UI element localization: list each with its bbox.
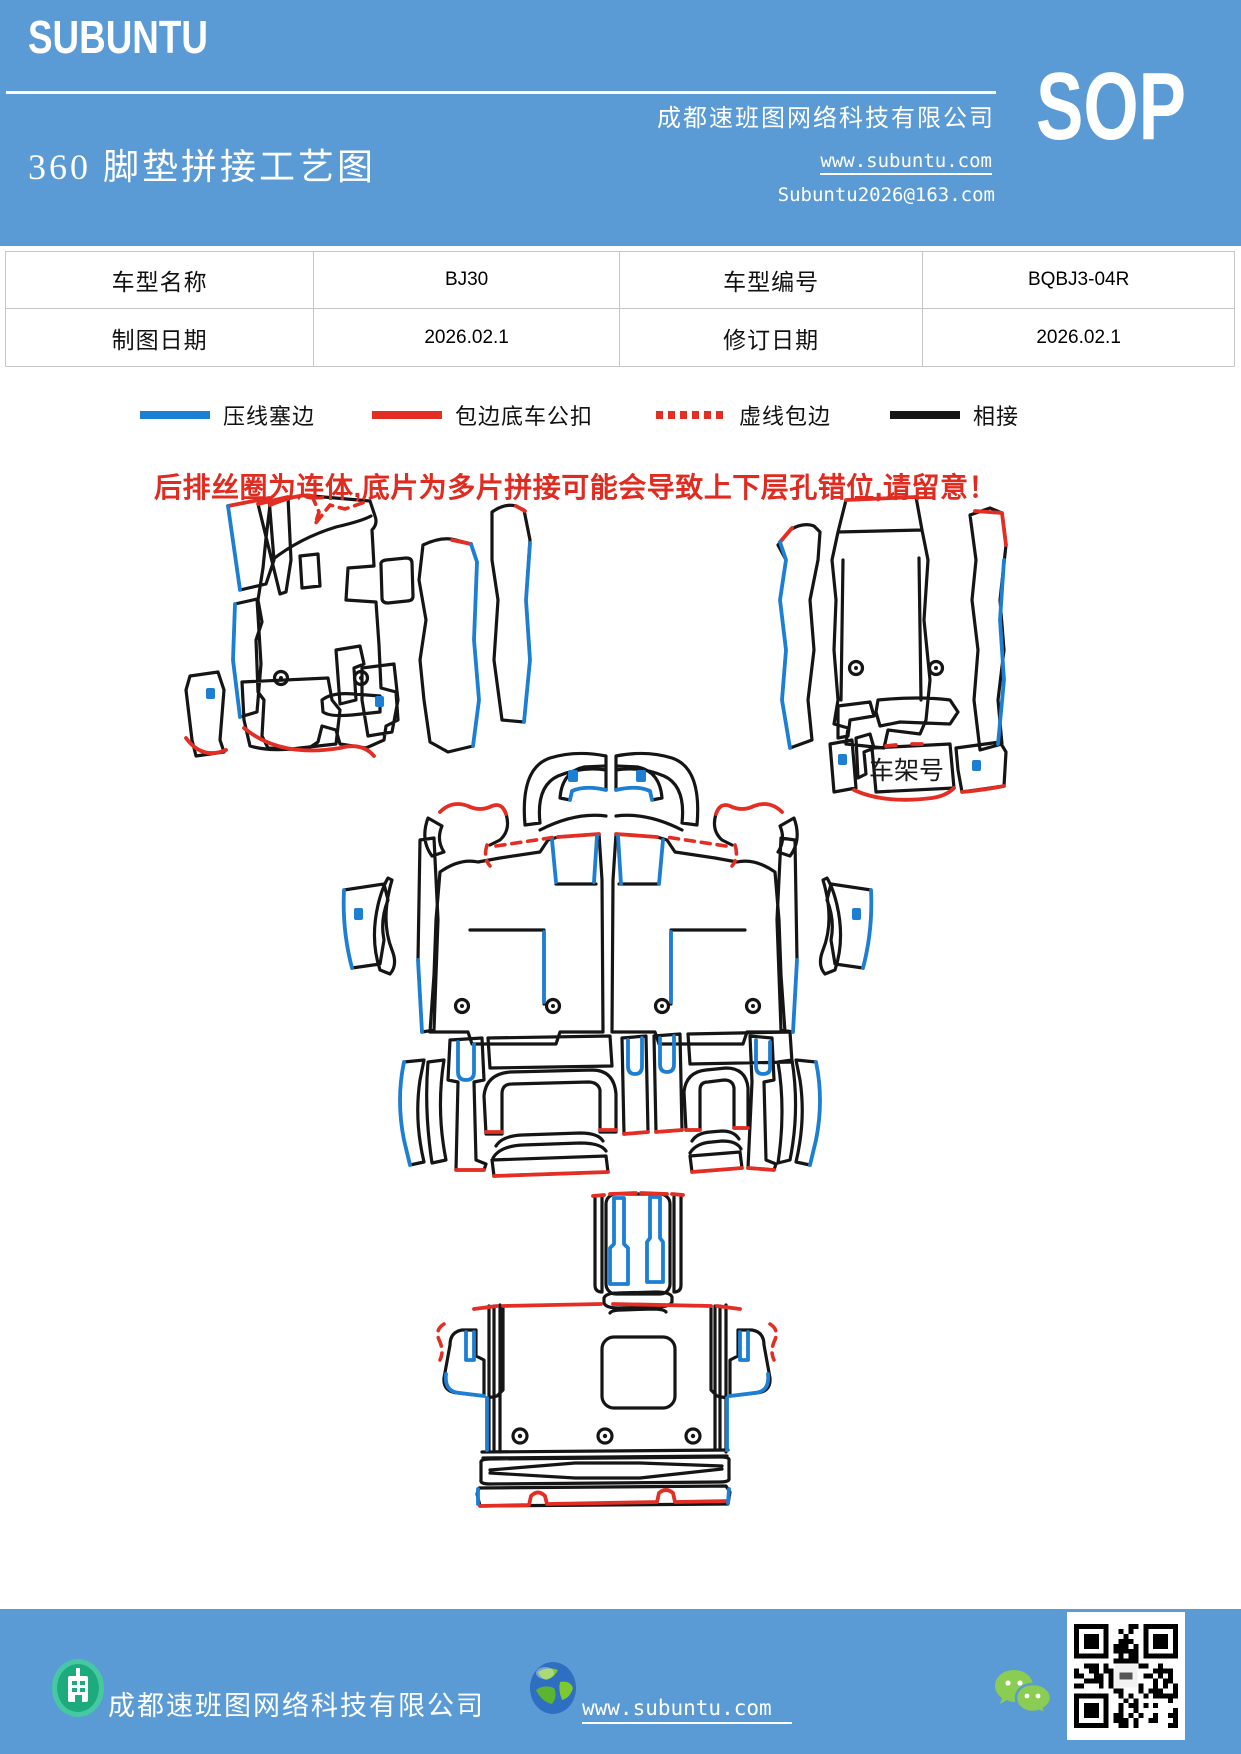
building-icon xyxy=(52,1659,104,1717)
dashed-binding-lines xyxy=(310,494,779,1362)
table-cell-drawdate-value: 2026.02.1 xyxy=(314,309,620,366)
legend-item-press-line: 压线塞边 xyxy=(140,398,315,432)
qr-code xyxy=(1067,1612,1185,1740)
legend: 压线塞边 包边底车公扣 虚线包边 相接 xyxy=(0,398,1241,438)
qr-code-modules xyxy=(1074,1624,1178,1728)
table-cell-code-label: 车型编号 xyxy=(619,252,924,309)
header-divider xyxy=(6,91,996,94)
logo-text: SUBUNTU xyxy=(28,11,208,63)
legend-label: 相接 xyxy=(973,404,1020,429)
header-band xyxy=(0,0,1241,246)
footer-band xyxy=(0,1609,1241,1754)
legend-label: 压线塞边 xyxy=(223,404,316,429)
page-title: 360 脚垫拼接工艺图 xyxy=(28,147,377,187)
press-line-swatch xyxy=(140,411,210,419)
legend-label: 包边底车公扣 xyxy=(455,404,594,429)
table-cell-code-value: BQBJ3-04R xyxy=(923,252,1234,309)
warning-note: 后排丝圈为连体,底片为多片拼接可能会导致上下层孔错位,请留意！ xyxy=(154,472,998,503)
joint-lines xyxy=(184,493,1008,1508)
mat-holes xyxy=(272,659,945,1445)
press-line-lines xyxy=(226,504,1006,1506)
table-cell-drawdate-label: 制图日期 xyxy=(6,309,315,366)
header-email: Subuntu2026@163.com xyxy=(777,184,995,206)
table-cell-model-value: BJ30 xyxy=(314,252,620,309)
press-stud-marks xyxy=(206,688,981,920)
legend-item-binding-edge: 包边底车公扣 xyxy=(372,398,593,432)
binding-edge-swatch xyxy=(372,411,442,419)
legend-item-joint: 相接 xyxy=(890,398,1019,432)
footer-website-link[interactable]: www.subuntu.com xyxy=(582,1696,792,1724)
vehicle-info-table: 车型名称 BJ30 车型编号 BQBJ3-04R 制图日期 2026.02.1 … xyxy=(5,251,1235,367)
binding-edge-lines xyxy=(184,493,1008,1508)
globe-icon xyxy=(530,1662,576,1714)
header-company-name: 成都速班图网络科技有限公司 xyxy=(657,106,995,132)
vin-label: 车架号 xyxy=(869,757,944,785)
joint-swatch xyxy=(890,411,960,419)
table-cell-revdate-label: 修订日期 xyxy=(620,309,924,366)
header-website-link[interactable]: www.subuntu.com xyxy=(820,150,992,175)
sop-label: SOP xyxy=(1036,53,1187,160)
wechat-icon xyxy=(995,1670,1053,1717)
table-cell-revdate-value: 2026.02.1 xyxy=(1036,326,1121,348)
legend-item-dashed-binding: 虚线包边 xyxy=(656,398,831,432)
footer-company-name: 成都速班图网络科技有限公司 xyxy=(108,1691,485,1721)
table-cell-model-label: 车型名称 xyxy=(6,252,315,309)
legend-label: 虚线包边 xyxy=(739,404,832,429)
dashed-binding-swatch xyxy=(656,411,726,419)
hole-dots xyxy=(279,666,938,1439)
